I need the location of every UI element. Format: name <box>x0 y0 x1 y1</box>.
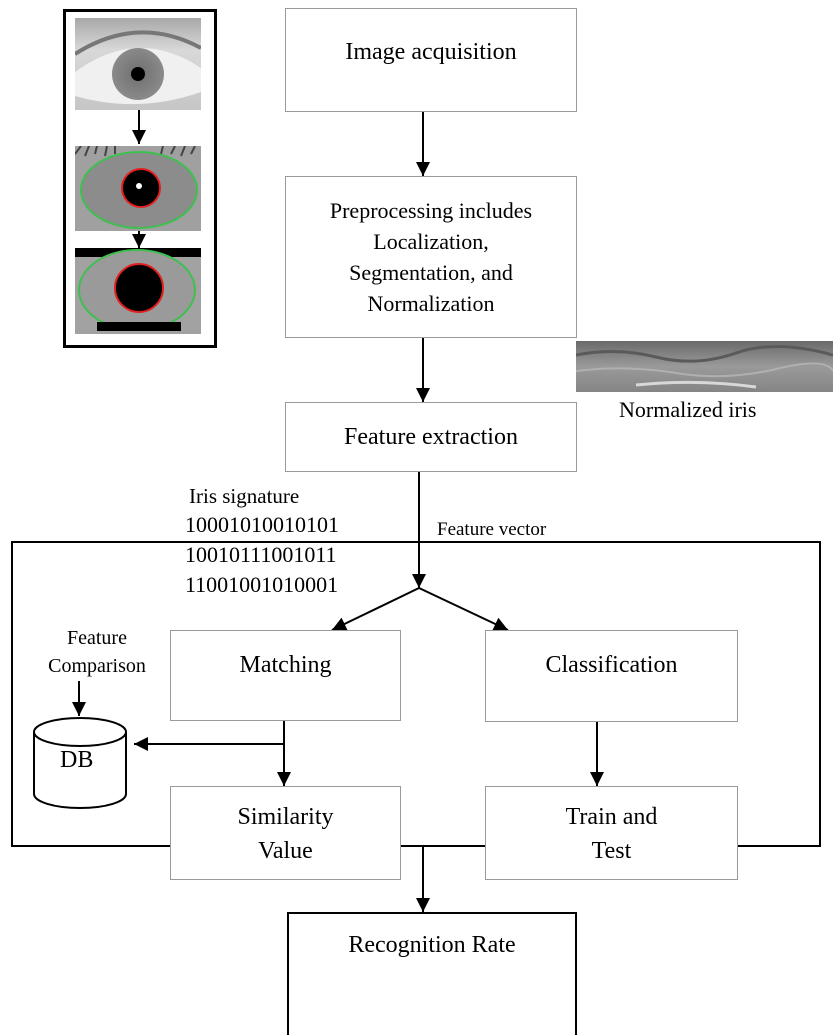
eye-image-localized <box>75 146 201 231</box>
preprocessing-box: Preprocessing includes Localization, Seg… <box>285 176 577 338</box>
feature-extraction-label: Feature extraction <box>344 424 518 450</box>
iris-image-panel <box>63 9 217 348</box>
normalized-iris-label: Normalized iris <box>619 397 757 422</box>
preprocessing-label: Preprocessing includes Localization, Seg… <box>329 198 533 316</box>
train-top-edge <box>485 786 738 787</box>
feature-extraction-box: Feature extraction <box>285 402 577 472</box>
similarity-value-box: Similarity Value <box>170 786 401 880</box>
train-and-test-label: Train and Test <box>565 804 658 864</box>
arrow-split-to-classification <box>418 587 509 631</box>
database-cylinder <box>33 717 127 809</box>
matching-label: Matching <box>239 652 332 678</box>
classification-box: Classification <box>485 630 738 722</box>
similarity-value-label: Similarity Value <box>237 804 334 864</box>
recognition-rate-box: Recognition Rate <box>287 912 577 1035</box>
similarity-bottom-edge <box>170 879 401 880</box>
database-label: DB <box>60 747 94 773</box>
signature-bits-row: 10001010010101 <box>185 512 339 537</box>
arrow-split-to-matching <box>331 587 420 631</box>
feature-comparison-label: Feature Comparison <box>48 627 146 677</box>
iris-signature-label: Iris signature <box>189 484 300 508</box>
feature-vector-label: Feature vector <box>437 519 547 540</box>
signature-bits-row: 11001001010001 <box>185 572 339 597</box>
image-acquisition-box: Image acquisition <box>285 8 577 112</box>
iris-signature-bits: 10001010010101 10010111001011 1100100101… <box>185 510 339 600</box>
eye-image-raw <box>75 18 201 110</box>
similarity-top-edge <box>170 786 401 787</box>
matching-box: Matching <box>170 630 401 721</box>
matching-classification-container <box>11 541 821 847</box>
train-and-test-box: Train and Test <box>485 786 738 880</box>
image-acquisition-label: Image acquisition <box>345 39 517 65</box>
normalized-iris-strip <box>576 341 833 392</box>
classification-label: Classification <box>545 652 678 678</box>
train-bottom-edge <box>485 879 738 880</box>
eye-image-segmented <box>75 248 201 334</box>
signature-bits-row: 10010111001011 <box>185 542 337 567</box>
recognition-rate-label: Recognition Rate <box>348 932 516 958</box>
